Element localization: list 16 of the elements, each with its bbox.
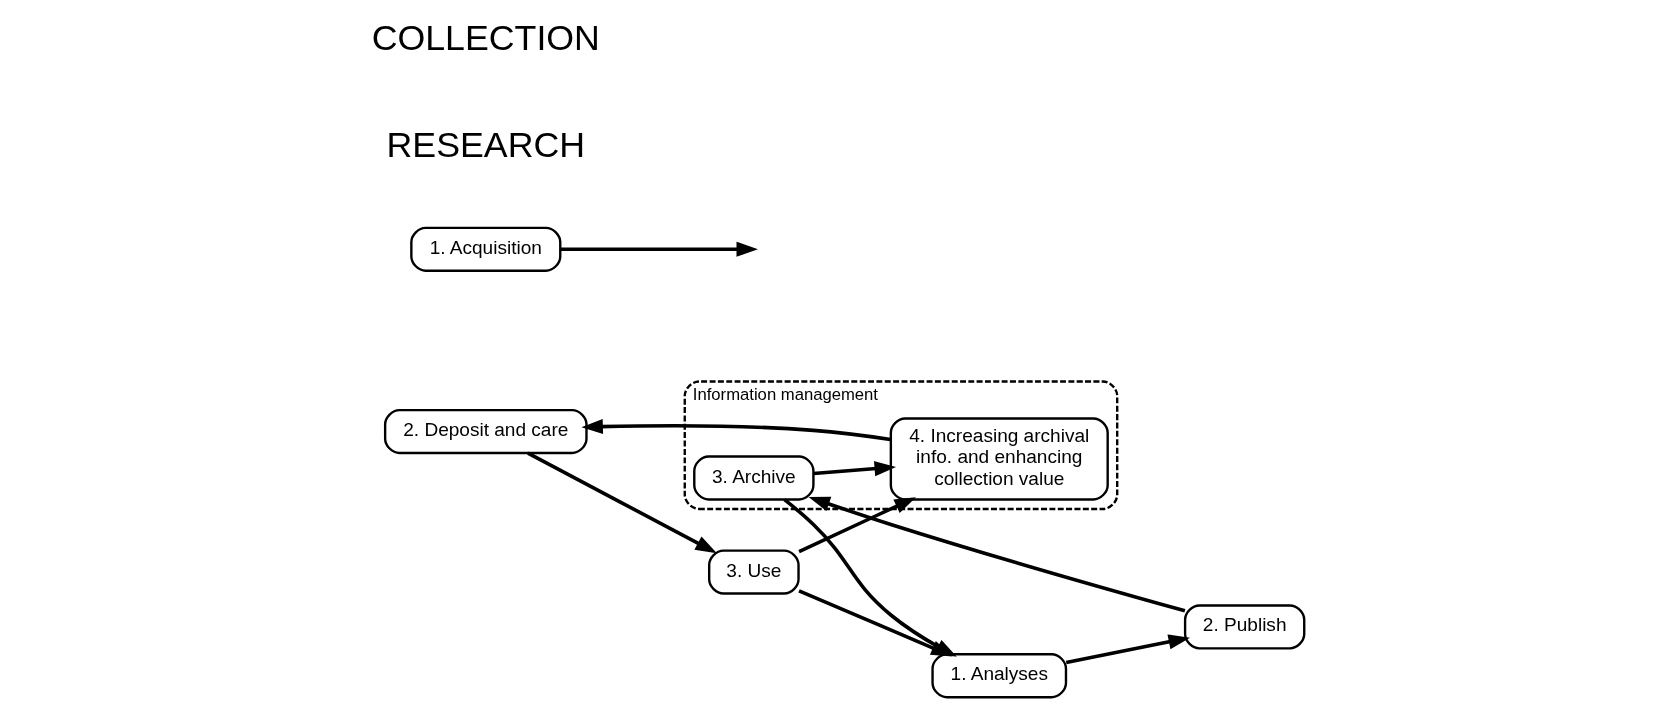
node-box: 2. Publish bbox=[1183, 604, 1305, 650]
node-box: 3. Archive bbox=[692, 455, 815, 501]
arrow bbox=[580, 419, 891, 442]
node-box: 1. Acquisition bbox=[409, 226, 561, 272]
node-box: 2. Deposit and care bbox=[383, 408, 588, 455]
arrow bbox=[1065, 634, 1190, 665]
arrow bbox=[797, 589, 953, 657]
node-box: 3. Use bbox=[707, 549, 800, 595]
label: RESEARCH bbox=[386, 124, 585, 165]
arrow bbox=[812, 461, 896, 477]
label: COLLECTION bbox=[371, 17, 600, 58]
node-box: 4. Increasing archival info. and enhancing collection value bbox=[889, 417, 1109, 501]
arrow bbox=[797, 497, 916, 554]
node-box: 1. Analyses bbox=[930, 653, 1067, 699]
arrow bbox=[808, 496, 1185, 613]
arrow bbox=[526, 451, 717, 554]
